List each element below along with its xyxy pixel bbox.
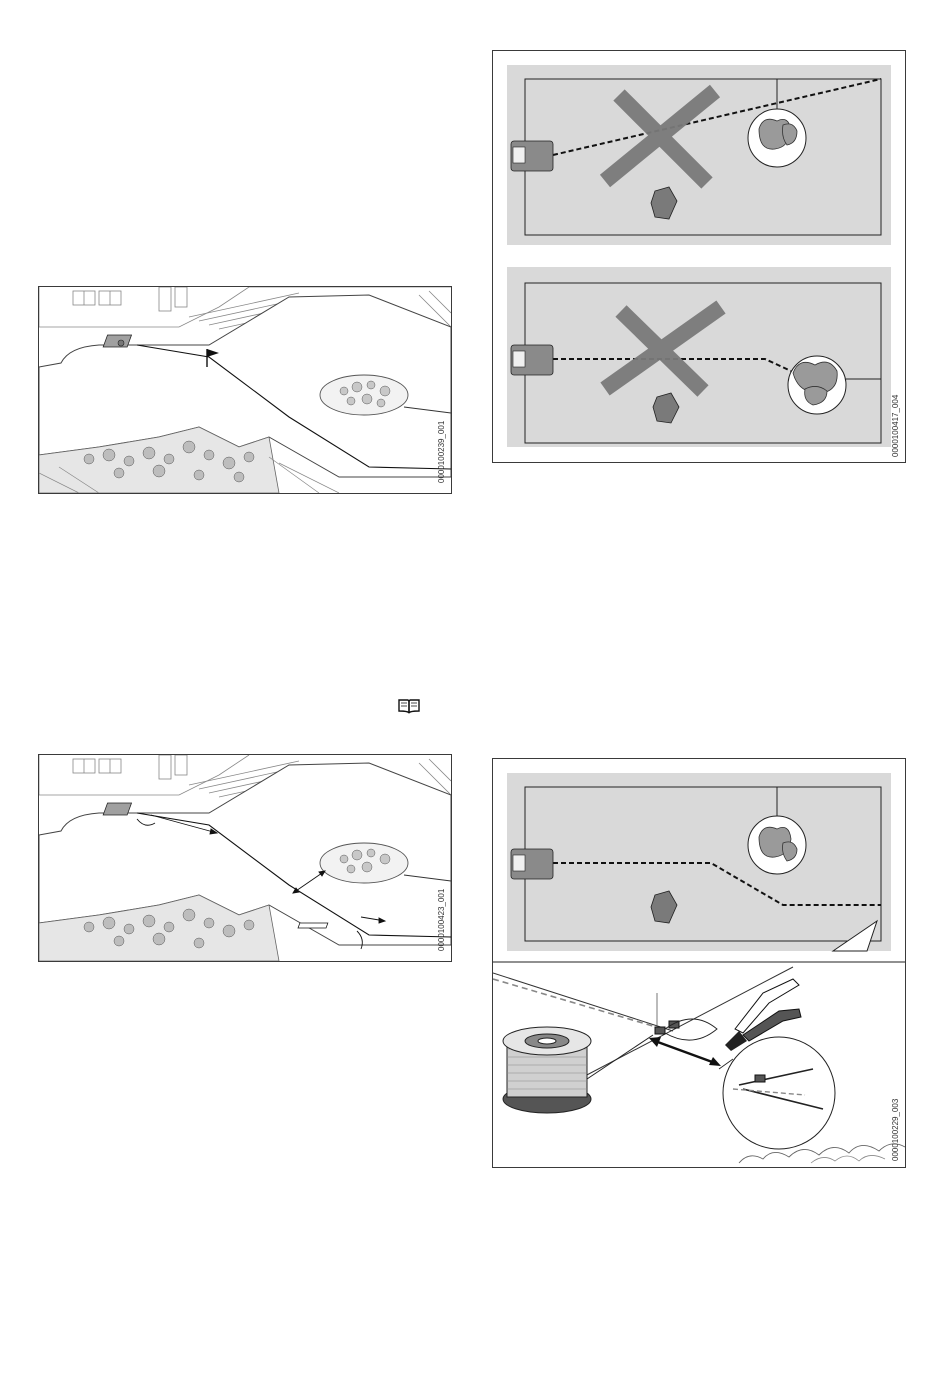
panel-correct-path bbox=[507, 773, 891, 951]
wire-splice-illustration bbox=[493, 759, 905, 1167]
detail-zoom-circle bbox=[719, 1037, 835, 1149]
obstacle-diagram bbox=[493, 51, 905, 462]
figure-distances: 0000100423_001 bbox=[38, 754, 452, 962]
garden-distances-illustration bbox=[39, 755, 451, 961]
book-icon bbox=[397, 698, 421, 719]
panel-incorrect-path bbox=[507, 65, 891, 245]
figure-wire-splice: 0000100229_003 bbox=[492, 758, 906, 1168]
figure-docking-flag: 0000100239_001 bbox=[38, 286, 452, 494]
figure-id: 0000100417_004 bbox=[891, 395, 900, 457]
garden-illustration bbox=[39, 287, 451, 493]
wire-spool-icon bbox=[503, 1027, 653, 1113]
figure-obstacles: 0000100417_004 bbox=[492, 50, 906, 463]
wire-connector-icon bbox=[655, 993, 717, 1040]
figure-id: 0000100229_003 bbox=[891, 1099, 900, 1161]
figure-id: 0000100239_001 bbox=[437, 421, 446, 483]
figure-id: 0000100423_001 bbox=[437, 889, 446, 951]
docking-station bbox=[103, 335, 131, 347]
double-arrow bbox=[649, 1037, 721, 1066]
panel-incorrect-path-2 bbox=[507, 267, 891, 447]
